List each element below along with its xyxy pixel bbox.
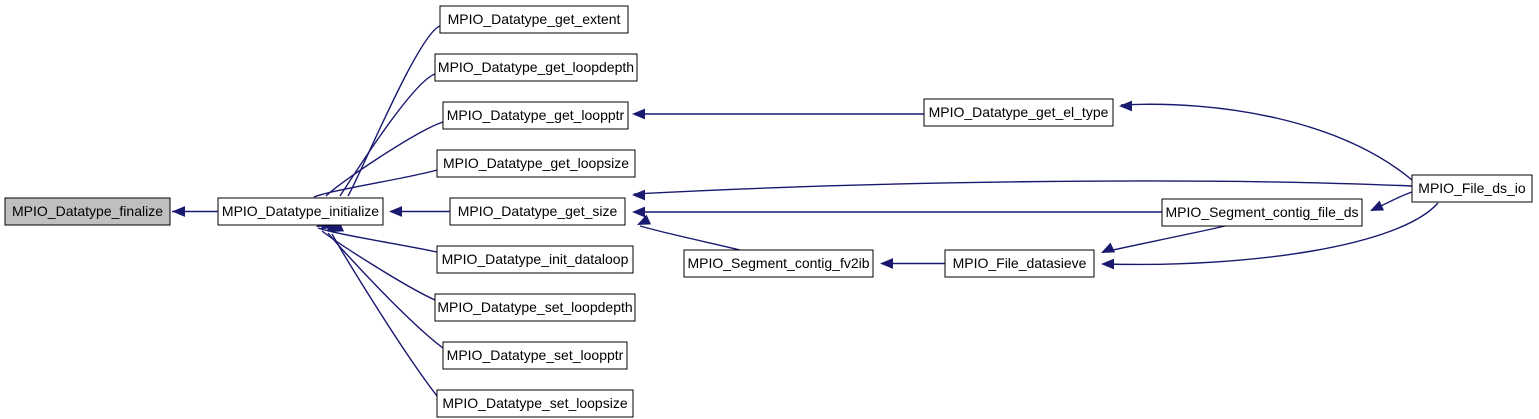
node-box[interactable] [439, 5, 629, 34]
edge-line [1103, 202, 1439, 266]
edge-file_ds_io-to-get_size [632, 180, 1413, 201]
edge-line [1103, 225, 1226, 253]
node-set_loopptr[interactable]: MPIO_Datatype_set_loopptr [442, 341, 628, 370]
node-get_el_type[interactable]: MPIO_Datatype_get_el_type [923, 98, 1114, 127]
arrowhead-icon [632, 206, 645, 218]
node-box[interactable] [442, 341, 628, 370]
arrowhead-icon [637, 214, 652, 225]
node-label: MPIO_Datatype_get_loopptr [447, 107, 625, 123]
edge-line [327, 232, 444, 349]
node-set_loopsize[interactable]: MPIO_Datatype_set_loopsize [436, 389, 634, 418]
edge-contig_file_ds-to-file_datasieve [1101, 225, 1226, 253]
node-label: MPIO_Datatype_get_loopsize [443, 155, 629, 171]
node-label: MPIO_File_datasieve [953, 255, 1087, 271]
node-label: MPIO_Datatype_get_loopdepth [438, 59, 634, 75]
node-label: MPIO_Segment_contig_file_ds [1166, 204, 1359, 220]
edge-initialize-to-finalize [172, 206, 218, 217]
node-contig_file_ds[interactable]: MPIO_Segment_contig_file_ds [1161, 198, 1363, 227]
node-box[interactable] [1411, 174, 1533, 203]
node-initialize[interactable]: MPIO_Datatype_initialize [217, 197, 384, 226]
edge-file_datasieve-to-contig_fv2ib [880, 258, 945, 269]
edge-line [633, 180, 1413, 195]
edge-line [339, 73, 436, 197]
arrowhead-icon [632, 189, 645, 201]
arrowhead-icon [1101, 242, 1116, 253]
node-label: MPIO_Datatype_get_size [458, 203, 618, 219]
node-label: MPIO_Datatype_get_el_type [929, 104, 1109, 120]
edge-get_el_type-to-get_loopptr [632, 108, 924, 120]
node-box[interactable] [683, 249, 874, 278]
node-file_datasieve[interactable]: MPIO_File_datasieve [944, 249, 1095, 278]
node-box[interactable] [449, 197, 626, 226]
edge-line [331, 233, 438, 397]
node-box[interactable] [4, 197, 171, 226]
arrowhead-icon [1370, 200, 1385, 211]
node-label: MPIO_Datatype_set_loopdepth [437, 299, 632, 315]
node-get_extent[interactable]: MPIO_Datatype_get_extent [439, 5, 629, 34]
arrowhead-icon [172, 206, 185, 217]
node-box[interactable] [923, 98, 1114, 127]
edge-contig_file_ds-to-get_size [632, 206, 1162, 218]
edge-line [1120, 103, 1413, 181]
node-get_size[interactable]: MPIO_Datatype_get_size [449, 197, 626, 226]
node-box[interactable] [436, 389, 634, 418]
edge-line [313, 169, 438, 198]
node-label: MPIO_Datatype_set_loopptr [447, 347, 624, 363]
node-label: MPIO_Datatype_get_extent [448, 11, 621, 27]
arrowhead-icon [389, 206, 402, 217]
node-contig_fv2ib[interactable]: MPIO_Segment_contig_fv2ib [683, 249, 874, 278]
node-set_loopdepth[interactable]: MPIO_Datatype_set_loopdepth [434, 293, 636, 322]
edge-line [317, 227, 438, 253]
node-get_loopsize[interactable]: MPIO_Datatype_get_loopsize [436, 149, 636, 178]
node-get_loopptr[interactable]: MPIO_Datatype_get_loopptr [442, 101, 629, 130]
arrowhead-icon [1119, 100, 1132, 112]
node-box[interactable] [434, 293, 636, 322]
edge-file_ds_io-to-file_datasieve [1101, 202, 1439, 270]
node-get_loopdepth[interactable]: MPIO_Datatype_get_loopdepth [434, 53, 638, 82]
node-box[interactable] [436, 245, 634, 274]
edge-line [639, 225, 741, 251]
edge-line [321, 230, 436, 301]
node-finalize[interactable]: MPIO_Datatype_finalize [4, 197, 171, 226]
node-file_ds_io[interactable]: MPIO_File_ds_io [1411, 174, 1533, 203]
edge-get_loopptr-to-initialize [324, 121, 444, 209]
node-label: MPIO_Datatype_initialize [222, 203, 379, 219]
edge-set_loopptr-to-initialize [326, 220, 444, 349]
node-box[interactable] [1161, 198, 1363, 227]
edge-line [347, 25, 441, 197]
node-label: MPIO_File_ds_io [1418, 180, 1526, 196]
node-box[interactable] [436, 149, 636, 178]
node-label: MPIO_Datatype_init_dataloop [442, 251, 629, 267]
node-box[interactable] [442, 101, 629, 130]
node-label: MPIO_Datatype_finalize [12, 203, 163, 219]
node-label: MPIO_Datatype_set_loopsize [442, 395, 627, 411]
node-box[interactable] [434, 53, 638, 82]
arrowhead-icon [880, 258, 893, 269]
edge-get_size-to-initialize [389, 206, 450, 217]
edge-line [325, 121, 444, 197]
node-box[interactable] [944, 249, 1095, 278]
arrowhead-icon [632, 108, 645, 120]
node-label: MPIO_Segment_contig_fv2ib [687, 255, 869, 271]
node-box[interactable] [217, 197, 384, 226]
edge-contig_fv2ib-to-get_size [637, 214, 741, 251]
arrowhead-icon [1101, 258, 1114, 270]
edge-file_ds_io-to-get_el_type [1119, 100, 1413, 181]
edge-file_ds_io-to-contig_file_ds [1370, 191, 1413, 211]
node-init_dataloop[interactable]: MPIO_Datatype_init_dataloop [436, 245, 634, 274]
